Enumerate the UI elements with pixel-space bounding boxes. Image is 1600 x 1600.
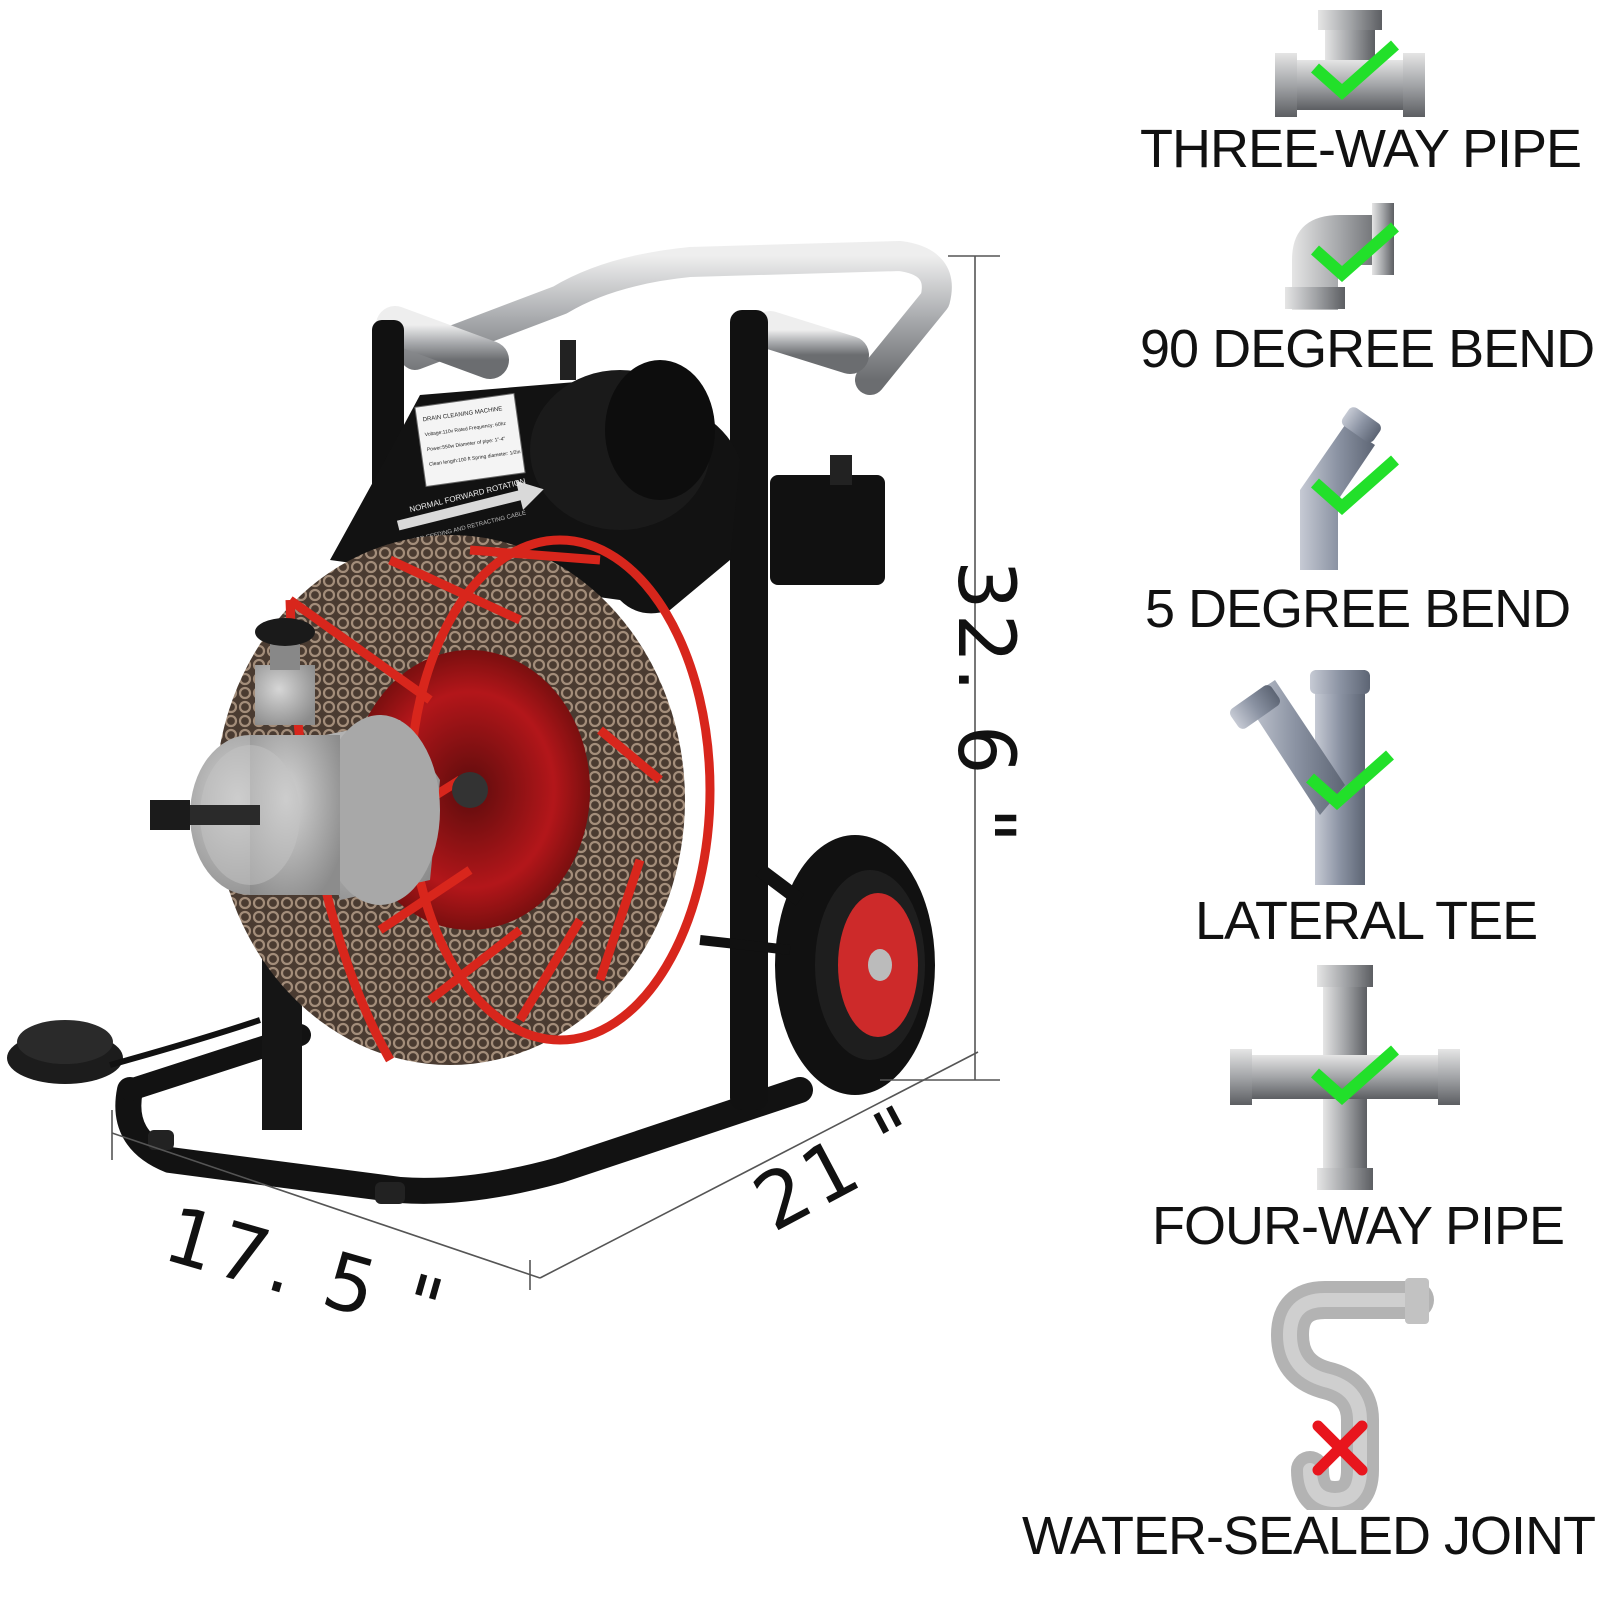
height-dimension: 32. 6 " — [940, 560, 1030, 848]
water-sealed-joint-icon — [1270, 1278, 1434, 1510]
handle-bar — [400, 241, 952, 395]
feed-head — [150, 618, 440, 905]
nameplate: DRAIN CLEANING MACHINE Voltage:110v Rate… — [414, 392, 526, 488]
compat-label: 5 DEGREE BEND — [1145, 579, 1571, 639]
four-way-pipe-icon — [1230, 965, 1460, 1190]
supported-check-icon — [1306, 750, 1394, 810]
base-frame — [115, 1077, 813, 1204]
dimension-lines — [111, 255, 1000, 1290]
supported-check-icon — [1311, 455, 1399, 515]
supported-check-icon — [1311, 40, 1399, 100]
supported-check-icon — [1311, 222, 1399, 282]
compat-label: 90 DEGREE BEND — [1140, 319, 1595, 379]
switch-box — [770, 475, 885, 585]
compat-label: WATER-SEALED JOINT — [1022, 1506, 1596, 1566]
rear-upright — [730, 310, 768, 1110]
compat-label: THREE-WAY PIPE — [1140, 119, 1582, 179]
compat-label: LATERAL TEE — [1195, 891, 1538, 951]
unsupported-cross-icon — [1312, 1420, 1368, 1476]
compat-label: FOUR-WAY PIPE — [1152, 1196, 1565, 1256]
supported-check-icon — [1311, 1045, 1399, 1105]
drain-cleaner-illustration: DRAIN CLEANING MACHINE Voltage:110v Rate… — [7, 241, 1000, 1290]
rear-wheel — [775, 835, 935, 1095]
